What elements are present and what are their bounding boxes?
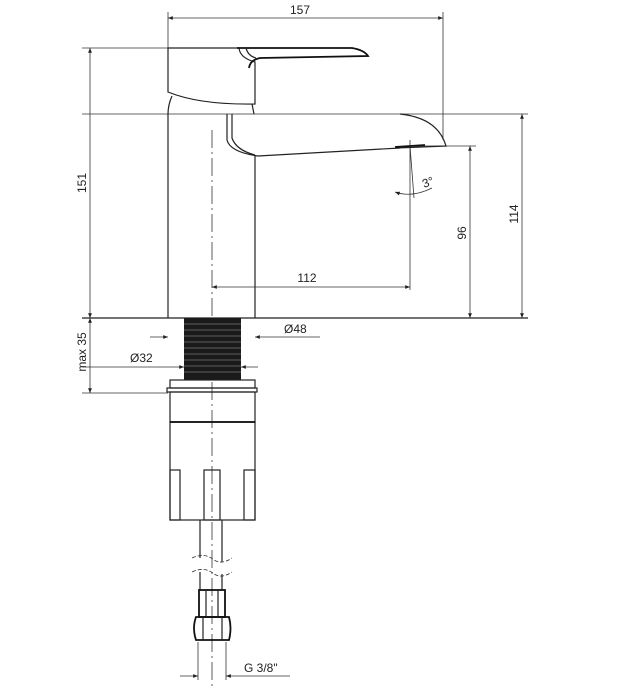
dim-label-151: 151 bbox=[75, 173, 89, 193]
fixing-nut bbox=[166, 379, 258, 521]
dim-label-max35: max 35 bbox=[75, 332, 89, 372]
dim-label-32: Ø32 bbox=[130, 351, 153, 365]
faucet-body bbox=[167, 95, 256, 318]
handle bbox=[167, 47, 370, 105]
mounting-thread bbox=[184, 318, 241, 380]
dim-label-114: 114 bbox=[507, 204, 521, 223]
dim-label-157: 157 bbox=[290, 3, 310, 17]
dim-label-96: 96 bbox=[455, 226, 469, 240]
spout bbox=[226, 113, 447, 157]
supply-hoses bbox=[191, 520, 233, 590]
dim-label-48: Ø48 bbox=[284, 322, 307, 336]
angle-line bbox=[409, 145, 415, 199]
dim-label-g38: G 3/8" bbox=[244, 661, 278, 675]
angle-arc bbox=[394, 187, 433, 196]
hose-fitting bbox=[193, 589, 232, 641]
dim-label-angle: 3° bbox=[420, 174, 436, 191]
dim-label-112: 112 bbox=[297, 271, 316, 285]
